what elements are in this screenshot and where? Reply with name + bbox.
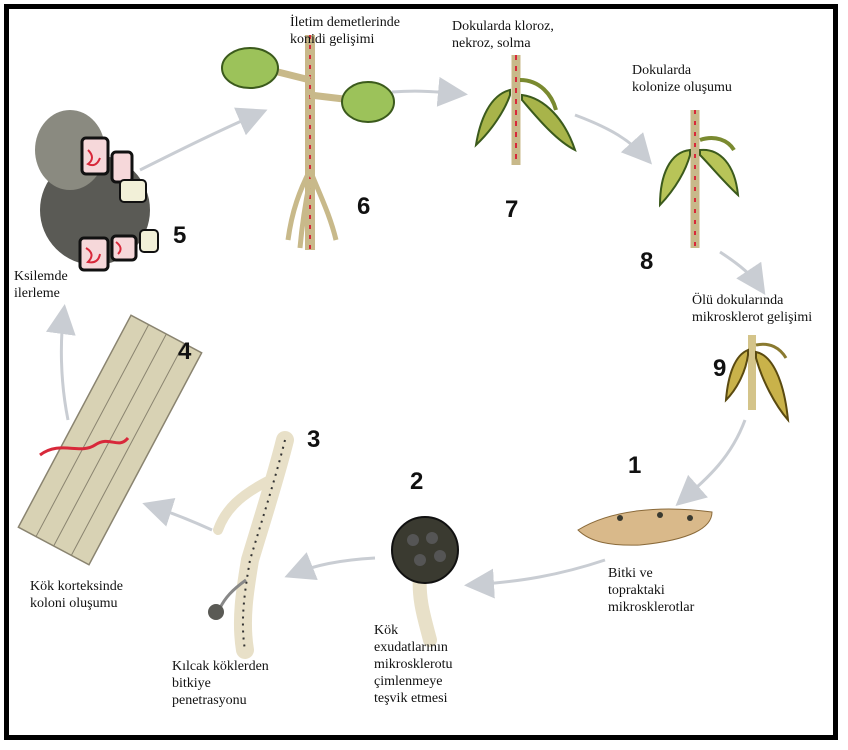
stage-1-soil-illustration [578,509,712,545]
arrow-2-to-3 [290,558,375,575]
stage-4-root-cortex-illustration [18,315,201,564]
stage-label-7: Dokularda kloroz, nekroz, solma [452,18,554,52]
stage-label-1: Bitki ve topraktaki mikrosklerotlar [608,565,694,616]
stage-label-9: Ölü dokularında mikrosklerot gelişimi [692,292,812,326]
stage-number-7: 7 [505,196,518,224]
stage-number-1: 1 [628,452,641,480]
stage-number-8: 8 [640,248,653,276]
arrow-3-to-4 [148,505,212,530]
arrow-1-to-2 [470,560,605,585]
arrow-9-to-1 [680,420,745,502]
arrow-5-to-6 [140,112,262,170]
stage-label-5: Ksilemde ilerleme [14,268,68,302]
stage-9-dead-plant-illustration [726,335,788,420]
stage-7-wilting-plant-illustration [476,55,575,165]
arrow-4-to-5 [61,310,68,420]
stage-number-4: 4 [178,338,191,366]
stage-label-2: Kök exudatlarının mikrosklerotu çimlenme… [374,622,453,707]
stage-label-3: Kılcak köklerden bitkiye penetrasyonu [172,658,269,709]
stage-3-root-illustration [208,440,285,650]
stage-8-colonized-plant-illustration [660,110,738,248]
stage-label-6: İletim demetlerinde konidi gelişimi [290,14,400,48]
stage-number-2: 2 [410,468,423,496]
stage-number-6: 6 [357,193,370,221]
stage-number-3: 3 [307,426,320,454]
arrow-6-to-7 [392,91,462,94]
stage-label-8: Dokularda kolonize oluşumu [632,62,732,96]
stage-5-xylem-illustration [35,110,158,270]
stage-number-9: 9 [713,355,726,383]
arrow-7-to-8 [575,115,648,160]
stage-number-5: 5 [173,222,186,250]
stage-label-4: Kök korteksinde koloni oluşumu [30,578,123,612]
arrow-8-to-9 [720,252,762,290]
